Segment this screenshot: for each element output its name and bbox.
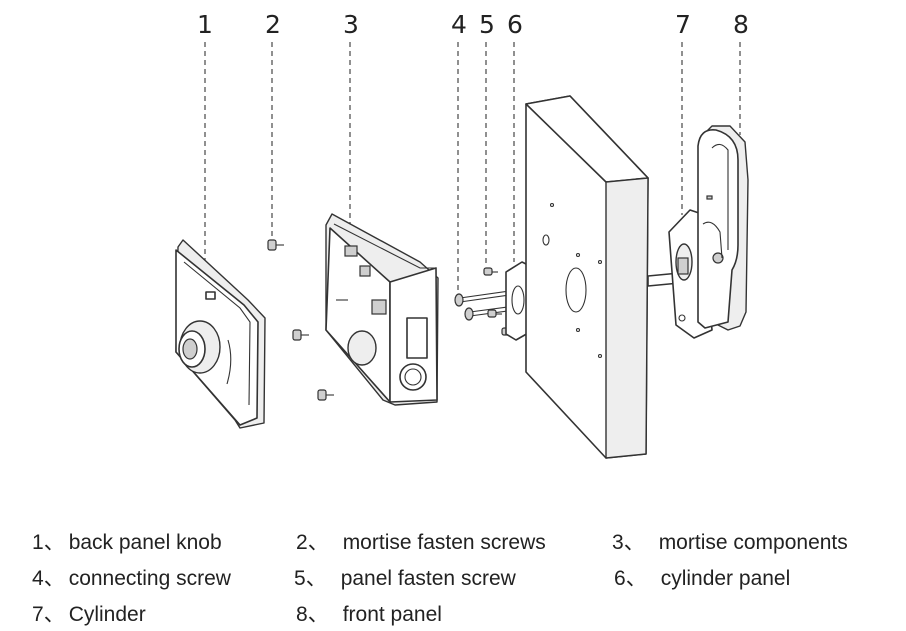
legend-item-1: 1、back panel knob xyxy=(32,526,222,556)
back-panel-knob xyxy=(175,239,266,429)
legend-separator: 、 xyxy=(43,567,65,590)
legend-label: Cylinder xyxy=(68,603,146,626)
legend-separator: 、 xyxy=(623,531,645,554)
callout-4: 4 xyxy=(451,10,467,39)
legend-label: front panel xyxy=(342,603,442,626)
callout-8: 8 xyxy=(733,10,749,39)
callout-5: 5 xyxy=(479,10,495,39)
legend-item-5: 5、 panel fasten screw xyxy=(294,562,516,592)
callout-1: 1 xyxy=(197,10,213,39)
mortise-fasten-screws xyxy=(267,239,334,401)
legend-number: 2 xyxy=(296,531,308,554)
legend-label: mortise fasten screws xyxy=(342,531,546,554)
legend-number: 3 xyxy=(612,531,624,554)
legend-label: back panel knob xyxy=(68,531,222,554)
legend-item-2: 2、 mortise fasten screws xyxy=(296,526,546,556)
callout-2: 2 xyxy=(265,10,281,39)
legend-item-3: 3、 mortise components xyxy=(612,526,848,556)
exploded-lock-diagram: 1 2 3 4 5 6 7 8 xyxy=(175,10,749,459)
legend-label: panel fasten screw xyxy=(340,567,516,590)
callout-7: 7 xyxy=(675,10,691,39)
door-slab xyxy=(525,95,649,459)
legend-label: mortise components xyxy=(658,531,848,554)
legend-label: cylinder panel xyxy=(660,567,791,590)
legend-separator: 、 xyxy=(625,567,647,590)
legend-number: 4 xyxy=(32,567,44,590)
callout-3: 3 xyxy=(343,10,359,39)
legend-number: 1 xyxy=(32,531,44,554)
legend-separator: 、 xyxy=(43,531,65,554)
legend-number: 7 xyxy=(32,603,44,626)
legend-item-7: 7、Cylinder xyxy=(32,598,146,628)
front-panel xyxy=(697,125,749,331)
legend-number: 5 xyxy=(294,567,306,590)
legend-label: connecting screw xyxy=(68,567,231,590)
callout-6: 6 xyxy=(507,10,523,39)
legend-separator: 、 xyxy=(307,531,329,554)
legend-separator: 、 xyxy=(305,567,327,590)
mortise-components xyxy=(325,213,439,406)
legend-item-6: 6、 cylinder panel xyxy=(614,562,790,592)
legend-separator: 、 xyxy=(43,603,65,626)
parts-legend: 1、back panel knob 2、mortise fasten screw… xyxy=(0,520,906,628)
legend-item-8: 8、 front panel xyxy=(296,598,442,628)
legend-item-4: 4、connecting screw xyxy=(32,562,231,592)
legend-separator: 、 xyxy=(307,603,329,626)
legend-number: 6 xyxy=(614,567,626,590)
legend-number: 8 xyxy=(296,603,308,626)
leader-lines xyxy=(204,42,741,295)
